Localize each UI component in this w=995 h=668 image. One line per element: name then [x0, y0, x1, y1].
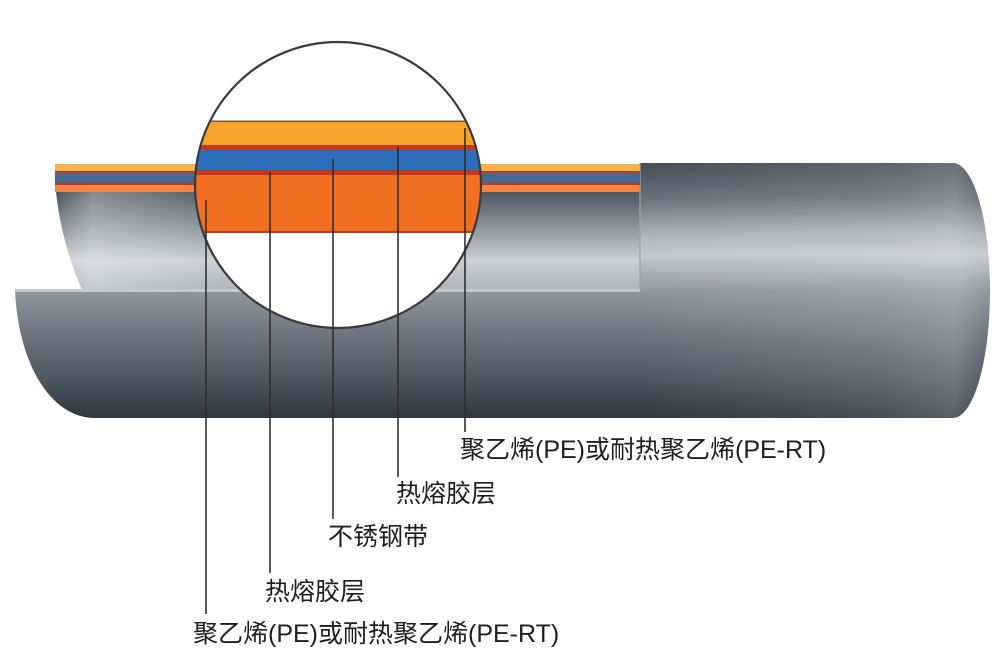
pipe: [15, 163, 991, 418]
label-inner-adhesive: 热熔胶层: [265, 578, 365, 606]
magnified-bottom-edge: [195, 231, 481, 233]
magnifier: [193, 40, 483, 330]
pipe-section-boundary: [639, 163, 641, 290]
magnified-steel-band: [195, 150, 481, 170]
label-steel-band: 不锈钢带: [328, 523, 428, 551]
callout-labels: 聚乙烯(PE)或耐热聚乙烯(PE-RT) 热熔胶层 不锈钢带 热熔胶层 聚乙烯(…: [193, 436, 826, 648]
magnified-inner-layer: [195, 175, 481, 231]
leader-lines: [205, 128, 466, 614]
magnified-layers: [195, 120, 481, 233]
magnified-outer-adhesive: [195, 145, 481, 150]
magnified-outer-layer: [195, 122, 481, 145]
magnified-inner-adhesive: [195, 170, 481, 175]
label-outer-adhesive: 热熔胶层: [396, 480, 496, 508]
magnifier-rim: [193, 40, 483, 330]
magnified-top-edge: [195, 120, 481, 122]
label-inner-layer: 聚乙烯(PE)或耐热聚乙烯(PE-RT): [193, 620, 559, 648]
pipe-outer-sheen: [640, 163, 991, 418]
label-outer-layer: 聚乙烯(PE)或耐热聚乙烯(PE-RT): [460, 436, 826, 464]
